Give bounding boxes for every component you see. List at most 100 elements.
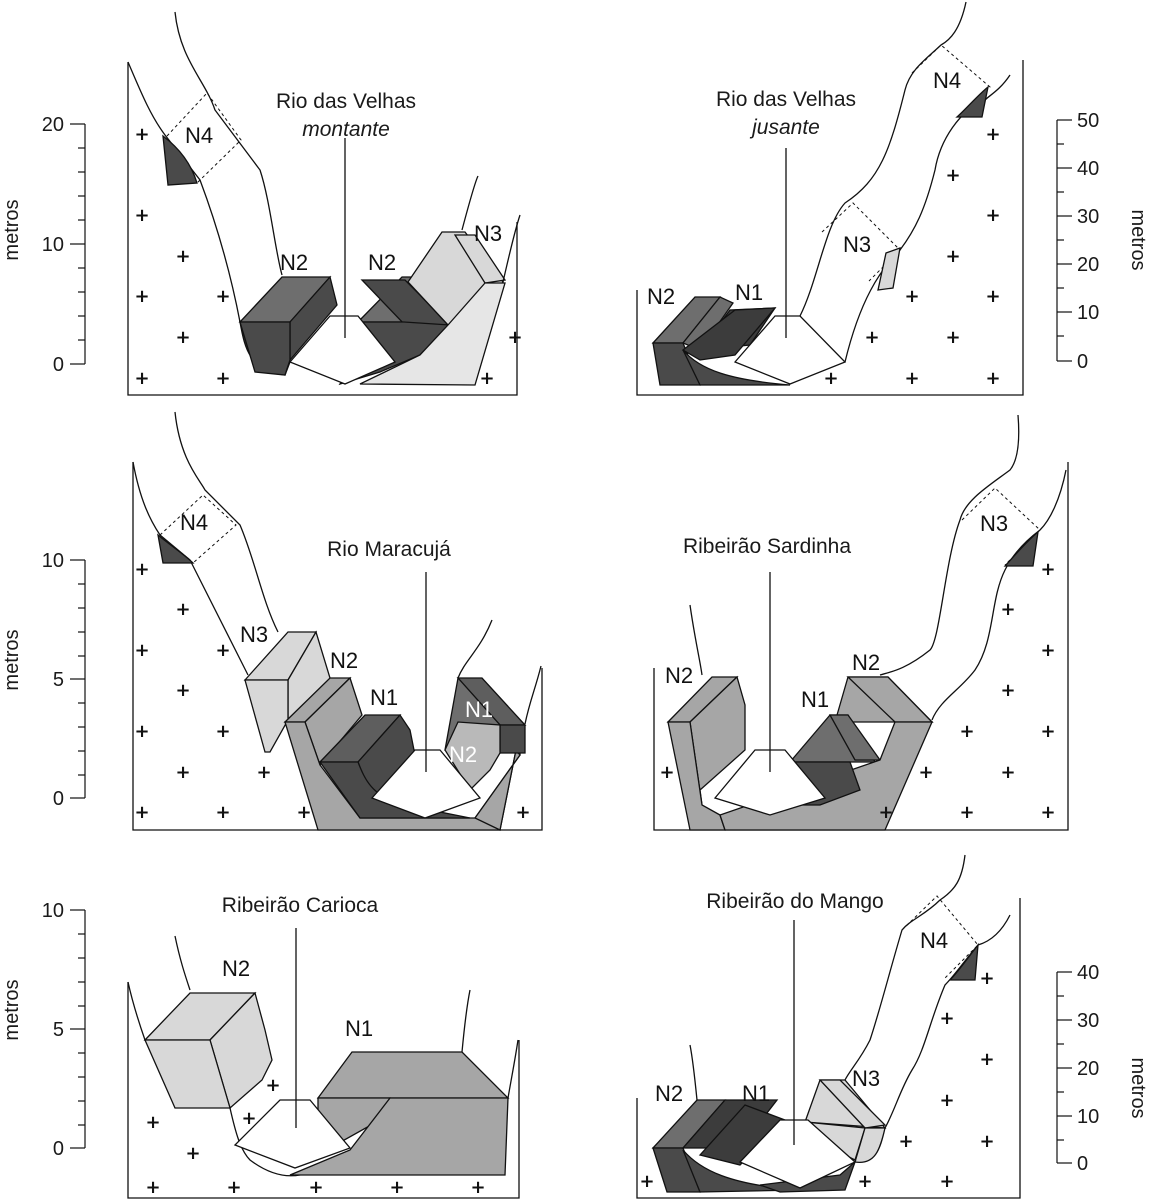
tick-label: 0 [53,1138,64,1160]
level-label-n3: N3 [852,1066,880,1091]
panel-subtitle: jusante [749,116,820,139]
left-axis-velhas-montante: 20 10 0 metros [1,114,86,376]
bedrock-plus-symbol: + [985,124,1000,145]
bedrock-plus-symbol: + [265,1075,280,1096]
bedrock-plus-symbol: + [659,762,674,783]
bedrock-plus-symbol: + [145,1177,160,1198]
bedrock-symbols: + + + + + + + + + [145,1075,485,1198]
bedrock-plus-symbol: + [175,246,190,267]
right-axis-mango: 40 30 20 10 0 metros [1056,962,1149,1175]
tick-label: 10 [1077,1106,1099,1128]
bedrock-plus-symbol: + [1040,721,1055,742]
bedrock-plus-symbol: + [904,286,919,307]
bedrock-symbols: + + + + + + + + + + + + + [134,559,530,823]
axis-label: metros [1,979,23,1040]
tick-label: 5 [53,669,64,691]
tick-label: 0 [53,788,64,810]
level-label-n2b: N2 [449,742,477,767]
bedrock-plus-symbol: + [215,286,230,307]
tick-label: 40 [1077,962,1099,984]
tick-label: 5 [53,1019,64,1041]
panel-title: Ribeirão Carioca [222,894,379,917]
tick-label: 40 [1077,158,1099,180]
level-label-n1: N1 [735,280,763,305]
level-label-n3: N3 [240,622,268,647]
level-label-n2: N2 [647,284,675,309]
bedrock-plus-symbol: + [134,124,149,145]
bedrock-plus-symbol: + [308,1177,323,1198]
level-label-n1: N1 [801,687,829,712]
panel-sardinha: N3 N2 N2 N1 Ribeirão Sardinha + + + + + … [653,414,1069,831]
bedrock-plus-symbol: + [857,1171,872,1192]
level-label-n1b: N1 [465,697,493,722]
tick-label: 50 [1077,110,1099,132]
level-label-n1: N1 [345,1016,373,1041]
bedrock-plus-symbol: + [241,1108,256,1129]
bedrock-plus-symbol: + [515,802,530,823]
bedrock-plus-symbol: + [215,802,230,823]
bedrock-plus-symbol: + [145,1112,160,1133]
bedrock-plus-symbol: + [898,1131,913,1152]
bedrock-plus-symbol: + [979,1049,994,1070]
bedrock-plus-symbol: + [1040,559,1055,580]
bedrock-plus-symbol: + [985,368,1000,389]
bedrock-plus-symbol: + [945,327,960,348]
bedrock-plus-symbol: + [939,1008,954,1029]
tick-label: 30 [1077,206,1099,228]
tick-label: 10 [42,550,64,572]
bedrock-plus-symbol: + [864,327,879,348]
bedrock-plus-symbol: + [939,1090,954,1111]
bedrock-plus-symbol: + [470,1177,485,1198]
bedrock-plus-symbol: + [945,165,960,186]
bedrock-plus-symbol: + [134,559,149,580]
bedrock-plus-symbol: + [215,640,230,661]
level-label-n2: N2 [665,663,693,688]
level-label-n2b: N2 [852,650,880,675]
tick-label: 10 [42,900,64,922]
bedrock-plus-symbol: + [979,968,994,989]
bedrock-plus-symbol: + [507,327,522,348]
panel-title: Ribeirão Sardinha [683,535,851,558]
level-label-n2: N2 [330,648,358,673]
tick-label: 10 [1077,302,1099,324]
panel-velhas-montante: 20 10 0 metros N4 N2 N2 N3 [1,11,523,396]
level-label-n1: N1 [370,685,398,710]
axis-label: metros [1127,1057,1149,1118]
bedrock-plus-symbol: + [134,205,149,226]
level-label-n3: N3 [474,221,502,246]
bedrock-plus-symbol: + [134,721,149,742]
bedrock-plus-symbol: + [215,721,230,742]
bedrock-plus-symbol: + [985,286,1000,307]
bedrock-plus-symbol: + [639,1171,654,1192]
tick-label: 10 [42,234,64,256]
bedrock-plus-symbol: + [389,1177,404,1198]
tick-label: 20 [42,114,64,136]
tick-label: 30 [1077,1010,1099,1032]
bedrock-plus-symbol: + [1000,599,1015,620]
axis-label: metros [1127,209,1149,270]
axis-label: metros [1,629,23,690]
level-label-n2: N2 [222,956,250,981]
level-label-n3: N3 [843,232,871,257]
bedrock-plus-symbol: + [175,599,190,620]
bedrock-plus-symbol: + [959,721,974,742]
bedrock-plus-symbol: + [215,368,230,389]
bedrock-plus-symbol: + [134,802,149,823]
bedrock-plus-symbol: + [918,762,933,783]
bedrock-plus-symbol: + [1040,802,1055,823]
panel-maracuja: 10 5 0 metros N4 N3 N2 N1 N1 [1,411,543,831]
bedrock-plus-symbol: + [878,802,893,823]
bedrock-plus-symbol: + [823,368,838,389]
left-axis-carioca: 10 5 0 metros [1,900,86,1160]
panel-title: Ribeirão do Mango [706,890,883,913]
tick-label: 20 [1077,254,1099,276]
panel-title: Rio Maracujá [327,538,451,561]
right-axis-velhas-jusante: 50 40 30 20 10 0 metros [1056,110,1149,373]
panel-subtitle: montante [302,118,390,141]
bedrock-symbols: + + + + + + + + + + [134,124,522,389]
level-label-n4: N4 [185,123,213,148]
panel-velhas-jusante: 50 40 30 20 10 0 metros N4 N3 N2 N1 Rio … [636,1,1149,396]
tick-label: 20 [1077,1058,1099,1080]
panel-mango: 40 30 20 10 0 metros N4 N3 N2 N1 Ribeirã… [636,854,1149,1199]
level-label-n4: N4 [920,928,948,953]
